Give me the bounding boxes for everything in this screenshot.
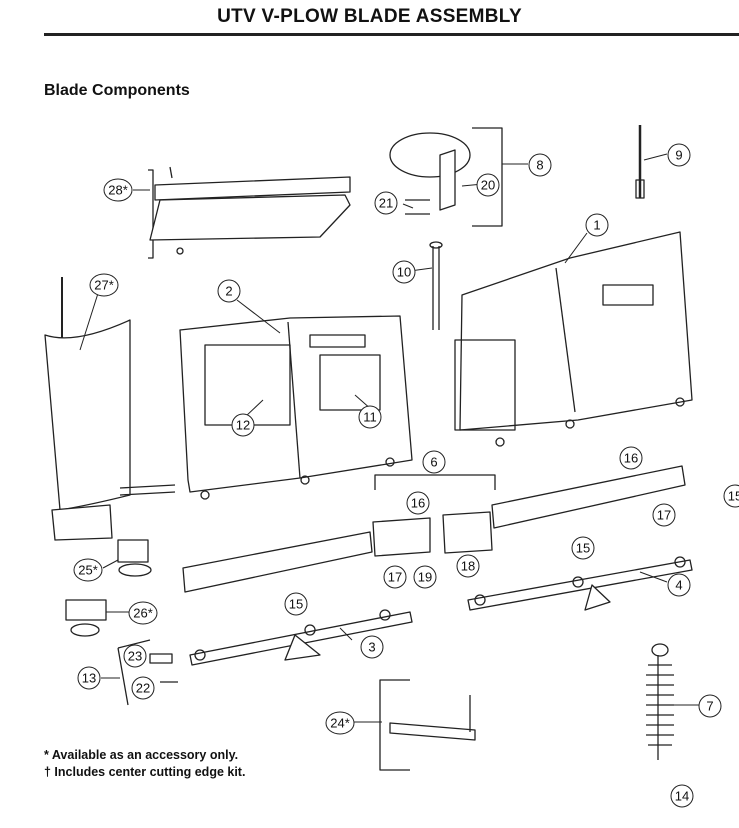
callout-15a: 15 [284, 592, 308, 616]
svg-text:3: 3 [368, 640, 375, 655]
svg-text:17: 17 [657, 508, 671, 523]
callout-15b: 15 [571, 536, 595, 560]
svg-text:15: 15 [576, 541, 590, 556]
part-6-group-bracket [374, 474, 496, 490]
callout-12: 12 [231, 413, 255, 437]
part-2-left-blade [179, 315, 413, 500]
callout-25: 25* [73, 558, 103, 582]
callout-16a: 16 [406, 491, 430, 515]
part-4-a-frame [467, 556, 693, 611]
part-9-rod [635, 125, 645, 199]
callout-17b: 17 [652, 503, 676, 527]
part-26-shoe [65, 599, 107, 637]
svg-text:2: 2 [225, 284, 232, 299]
part-25-shoe [117, 539, 152, 577]
callout-9: 9 [667, 143, 691, 167]
part-24-post [379, 679, 476, 771]
callout-8: 8 [528, 153, 552, 177]
svg-text:19: 19 [418, 570, 432, 585]
part-10-pin [429, 241, 443, 330]
svg-text:6: 6 [430, 455, 437, 470]
part-1-right-blade [454, 231, 693, 447]
svg-text:10: 10 [397, 265, 411, 280]
callout-22: 22 [131, 676, 155, 700]
part-27-side-wing [44, 277, 176, 541]
footnote-accessory: * Available as an accessory only. [44, 748, 239, 762]
part-7-spring [646, 643, 674, 760]
part-3-a-frame [189, 609, 413, 666]
svg-text:8: 8 [536, 158, 543, 173]
svg-text:16: 16 [624, 451, 638, 466]
callout-19: 19 [413, 565, 437, 589]
footnotes: * Available as an accessory only. † Incl… [44, 747, 245, 781]
part-8-bracket [389, 127, 503, 227]
section-heading: Blade Components [44, 82, 190, 99]
part-18-plate [442, 511, 493, 554]
callout-3: 3 [360, 635, 384, 659]
page-title: UTV V-PLOW BLADE ASSEMBLY [217, 6, 522, 27]
callout-15c: 15 [723, 484, 739, 508]
svg-text:27*: 27* [94, 278, 114, 293]
callout-14: 14 [670, 784, 694, 808]
callout-4: 4 [667, 573, 691, 597]
part-23-pin [149, 653, 173, 664]
svg-text:21: 21 [379, 196, 393, 211]
part-15-left-edge [182, 531, 373, 593]
svg-text:18: 18 [461, 559, 475, 574]
svg-text:23: 23 [128, 649, 142, 664]
part-13-group-bracket [117, 639, 151, 706]
leader-lines [79, 153, 707, 723]
svg-text:14: 14 [675, 789, 689, 804]
callout-16b: 16 [619, 446, 643, 470]
svg-text:20: 20 [481, 178, 495, 193]
svg-text:15: 15 [728, 489, 739, 504]
svg-text:17: 17 [388, 570, 402, 585]
svg-text:11: 11 [363, 410, 377, 425]
svg-text:4: 4 [675, 578, 682, 593]
svg-text:28*: 28* [108, 183, 128, 198]
callout-20: 20 [476, 173, 500, 197]
part-19-plate [372, 517, 431, 557]
svg-text:15: 15 [289, 597, 303, 612]
svg-text:12: 12 [236, 418, 250, 433]
part-28-cutting-edge-kit [148, 166, 351, 259]
svg-text:16: 16 [411, 496, 425, 511]
part-15-right-edge [491, 465, 686, 529]
callout-10: 10 [392, 260, 416, 284]
callout-27: 27* [89, 273, 119, 297]
callout-28: 28* [103, 178, 133, 202]
svg-text:9: 9 [675, 148, 682, 163]
callout-17a: 17 [383, 565, 407, 589]
svg-text:13: 13 [82, 671, 96, 686]
footnote-center-edge: † Includes center cutting edge kit. [44, 765, 246, 779]
callout-24: 24* [325, 711, 355, 735]
callout-7: 7 [698, 694, 722, 718]
callout-2: 2 [217, 279, 241, 303]
callout-1: 1 [585, 213, 609, 237]
svg-text:1: 1 [593, 218, 600, 233]
callout-26: 26* [128, 601, 158, 625]
callout-21: 21 [374, 191, 398, 215]
svg-text:24*: 24* [330, 716, 350, 731]
callout-6: 6 [422, 450, 446, 474]
callouts: 1 2 3 4 6 7 8 9 10 11 12 13 14 15 15 15 … [73, 143, 739, 808]
callout-18: 18 [456, 554, 480, 578]
title-rule [44, 33, 739, 36]
callout-23: 23 [123, 644, 147, 668]
svg-text:22: 22 [136, 681, 150, 696]
callout-13: 13 [77, 666, 101, 690]
svg-text:7: 7 [706, 699, 713, 714]
svg-text:25*: 25* [78, 563, 98, 578]
callout-11: 11 [358, 405, 382, 429]
svg-text:26*: 26* [133, 606, 153, 621]
